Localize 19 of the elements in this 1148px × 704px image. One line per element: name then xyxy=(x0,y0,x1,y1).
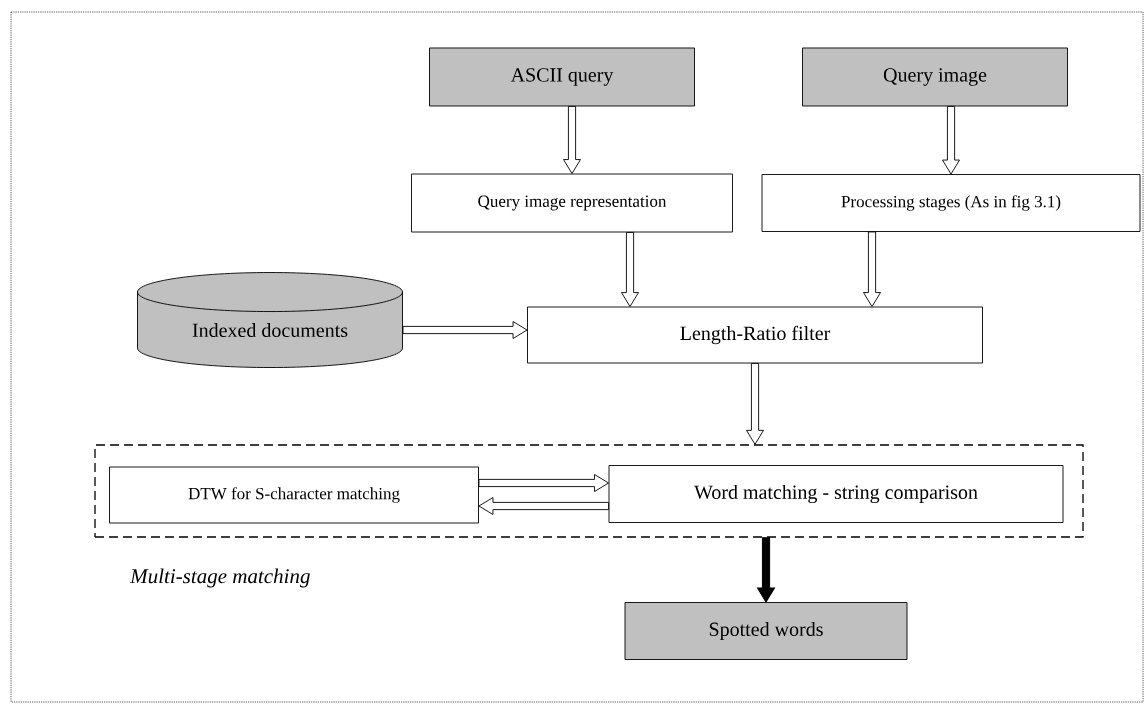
group-label: Multi-stage matching xyxy=(129,568,310,588)
database-cylinder: Indexed documents xyxy=(137,272,403,368)
filled-arrow xyxy=(757,537,775,603)
process-box: Query image xyxy=(802,47,1068,107)
hollow-arrow xyxy=(478,474,609,492)
hollow-arrow xyxy=(942,106,960,175)
hollow-arrow xyxy=(563,106,581,174)
hollow-arrow xyxy=(746,363,764,445)
hollow-arrow xyxy=(478,497,609,515)
process-box: ASCII query xyxy=(429,47,695,107)
hollow-arrow xyxy=(402,321,528,339)
hollow-arrow xyxy=(621,232,639,307)
process-box: Length-Ratio filter xyxy=(527,306,983,364)
hollow-arrow xyxy=(863,231,881,307)
process-box: Word matching - string comparison xyxy=(608,465,1064,523)
process-box: Processing stages (As in fig 3.1) xyxy=(761,174,1141,232)
process-box: DTW for S-character matching xyxy=(109,466,479,524)
process-box: Query image representation xyxy=(411,173,733,233)
process-box: Spotted words xyxy=(624,602,908,660)
